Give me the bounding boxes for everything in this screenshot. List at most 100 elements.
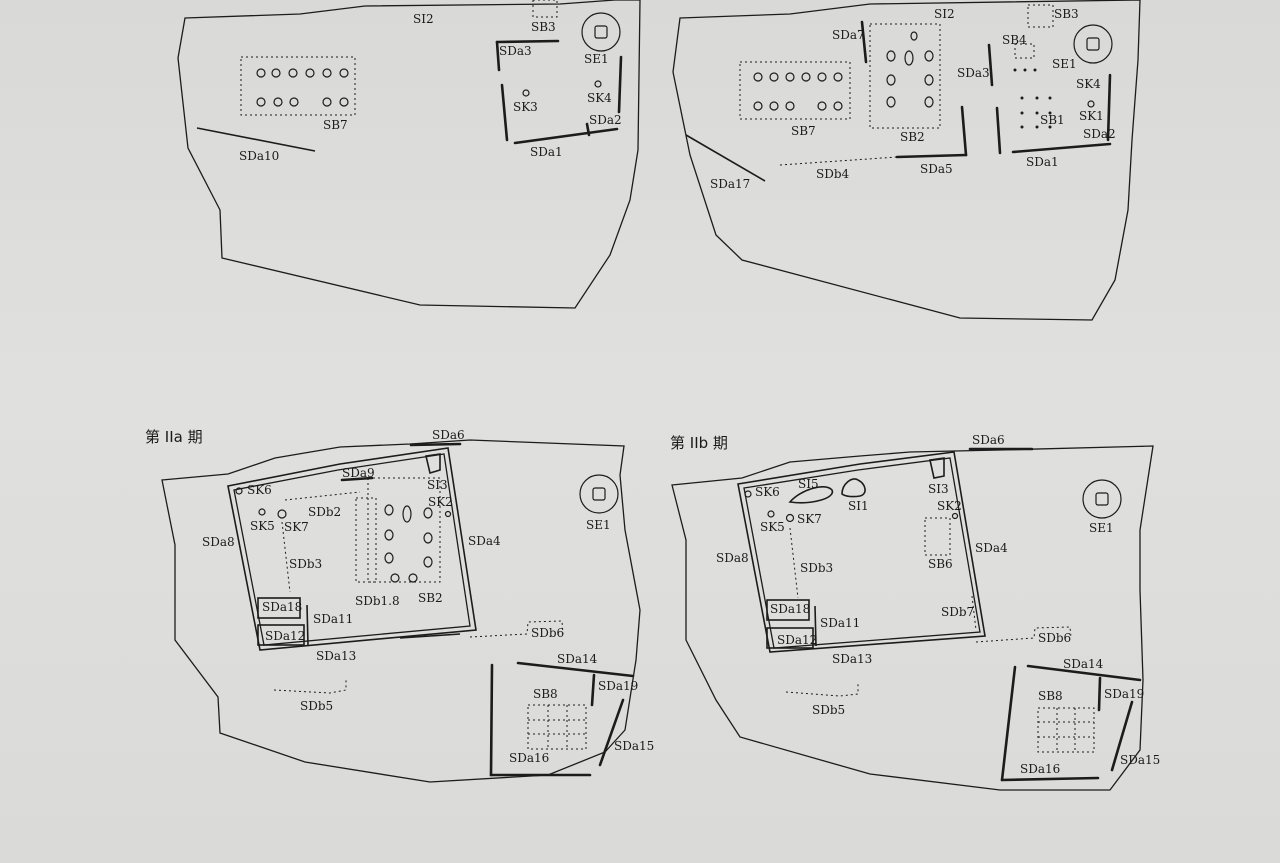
label-sb3: SB3 — [531, 20, 556, 34]
precinct-enclosure-inner — [233, 453, 471, 646]
sda16-ditch — [1000, 776, 1100, 782]
sda1-ditch — [513, 127, 619, 145]
sda3-ditch — [495, 39, 560, 44]
label-sda10: SDa10 — [239, 149, 279, 163]
label-sda12: SDa12 — [777, 633, 817, 647]
sdb7-fence — [971, 595, 977, 631]
sda16-ditch-v — [489, 663, 494, 777]
label-sda4: SDa4 — [975, 541, 1008, 555]
site-outline — [671, 445, 1154, 791]
label-sda8: SDa8 — [716, 551, 749, 565]
label-sk2: SK2 — [428, 495, 453, 509]
panel-1: SI2 SB3 SDa3 SE1 SB7 SK3 SK4 SDa2 SDa10 … — [177, 0, 641, 309]
label-sb2: SB2 — [418, 591, 443, 605]
sb7-postholes — [753, 72, 843, 111]
label-sb6: SB6 — [928, 557, 953, 571]
panel-2: SI2 SB3 SDa7 SB4 SE1 SDa3 SK4 SK1 SB7 SB… — [672, 0, 1141, 321]
label-si3: SI3 — [928, 482, 949, 496]
si3-pit — [929, 457, 945, 479]
label-sdb6: SDb6 — [531, 626, 564, 640]
sda5-ditch-v — [960, 105, 968, 157]
label-sk7: SK7 — [284, 520, 309, 534]
sb7-building — [739, 61, 851, 120]
label-sda16: SDa16 — [1020, 762, 1060, 776]
label-sda18: SDa18 — [770, 602, 810, 616]
label-sk3: SK3 — [513, 100, 538, 114]
sb8-building — [1037, 707, 1095, 753]
sda5-ditch — [895, 153, 968, 159]
label-sdb6: SDb6 — [1038, 631, 1071, 645]
se1-well — [1073, 24, 1113, 64]
sb2-building — [869, 23, 941, 129]
sk3-pit — [522, 89, 530, 97]
label-sda11: SDa11 — [820, 616, 860, 630]
label-sda11: SDa11 — [313, 612, 353, 626]
panel-3: 第 IIa 期 — [145, 428, 654, 783]
panel-title: 第 IIb 期 — [670, 434, 728, 452]
label-sb4: SB4 — [1002, 33, 1027, 47]
sda3-ditch-v — [495, 40, 501, 72]
sk5-pit — [258, 508, 266, 516]
label-sdb4: SDb4 — [816, 167, 850, 181]
label-sda12: SDa12 — [265, 629, 305, 643]
sda12-ditch — [766, 627, 814, 649]
label-sda6: SDa6 — [972, 433, 1005, 447]
sda16-ditch-v — [1000, 665, 1017, 782]
sda14-ditch — [1026, 664, 1142, 682]
sda11-ditch — [814, 605, 817, 647]
sk7-pit — [785, 513, 795, 523]
label-sda16: SDa16 — [509, 751, 549, 765]
sk5-pit — [767, 510, 775, 518]
sk6-pit — [235, 487, 243, 495]
sda1-ditch-v — [995, 106, 1002, 155]
panel-4: 第 IIb 期 SDa6 SI5 SK6 — [670, 433, 1160, 791]
label-sda1: SDa1 — [1026, 155, 1059, 169]
label-si2: SI2 — [934, 7, 955, 21]
label-sda19: SDa19 — [598, 679, 638, 693]
sda11-ditch — [306, 604, 309, 646]
label-sda7: SDa7 — [832, 28, 865, 42]
sb2-building — [367, 477, 441, 583]
label-sda6: SDa6 — [432, 428, 465, 442]
sda17-ditch — [685, 134, 766, 182]
label-sk5: SK5 — [760, 520, 785, 534]
label-sb3: SB3 — [1054, 7, 1079, 21]
label-se1: SE1 — [1052, 57, 1077, 71]
sdb5-fence — [785, 684, 859, 697]
se1-well — [581, 12, 621, 52]
label-sda9: SDa9 — [342, 466, 375, 480]
site-outline — [177, 0, 641, 309]
sk4-pit — [594, 80, 602, 88]
label-se1: SE1 — [1089, 521, 1114, 535]
label-sb7: SB7 — [791, 124, 816, 138]
precinct-enclosure — [227, 447, 477, 651]
label-sk7: SK7 — [797, 512, 822, 526]
precinct-enclosure — [737, 451, 986, 653]
label-sk2: SK2 — [937, 499, 962, 513]
sb2-postholes — [886, 31, 934, 108]
sda9-ditch — [340, 476, 374, 482]
label-sda3: SDa3 — [499, 44, 532, 58]
sk1-pit — [1087, 100, 1095, 108]
label-sda19: SDa19 — [1104, 687, 1144, 701]
se1-well — [579, 474, 619, 514]
se1-well — [1082, 479, 1122, 519]
sda7-ditch — [860, 20, 868, 64]
sda18-ditch — [257, 597, 301, 619]
sdb4-fence — [779, 156, 898, 166]
label-sb1: SB1 — [1040, 113, 1065, 127]
label-sb7: SB7 — [323, 118, 348, 132]
sda1-ditch — [1011, 142, 1112, 154]
label-se1: SE1 — [586, 518, 611, 532]
label-sb8: SB8 — [1038, 689, 1063, 703]
sb4-building — [1014, 43, 1035, 59]
sda18-ditch — [766, 599, 810, 621]
sb6-building — [924, 517, 951, 556]
sb8-grid — [1038, 708, 1094, 752]
sk6-pit — [744, 490, 752, 498]
label-si1: SI1 — [848, 499, 869, 513]
sdb3-fence — [281, 521, 291, 593]
sdb3-fence — [789, 527, 799, 599]
